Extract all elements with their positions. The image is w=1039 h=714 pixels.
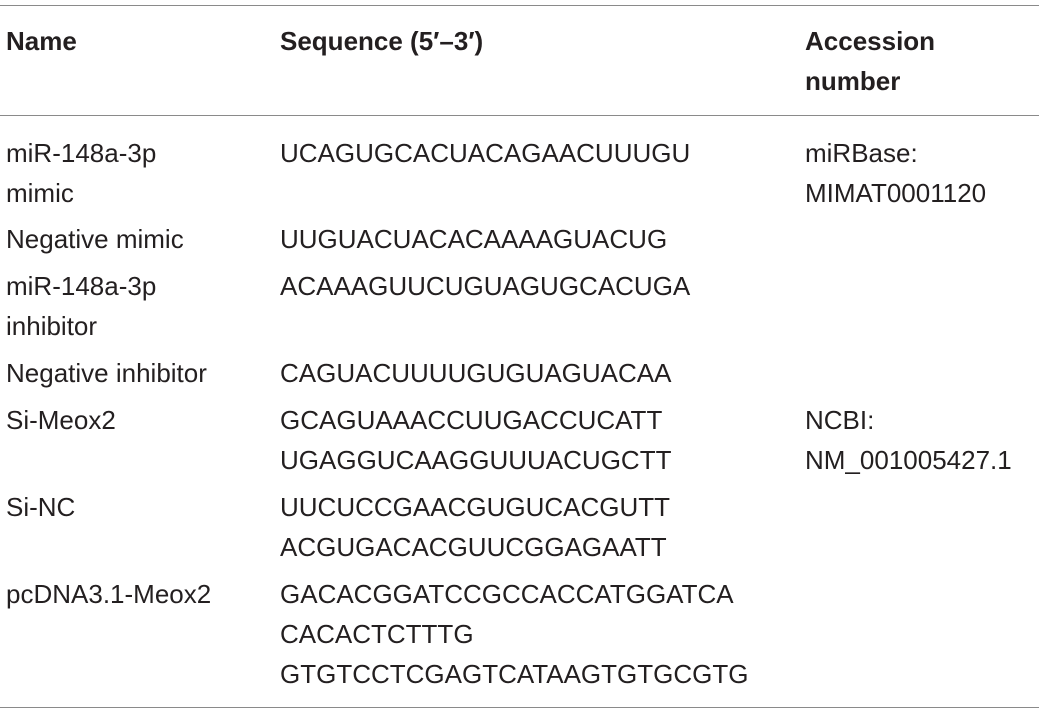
row-sequence: UUGUACUACACAAAAGUACUG — [280, 219, 667, 259]
row-sequence-line: CACACTCTTTG — [280, 619, 474, 649]
row-sequence-line: ACAAAGUUCUGUAGUGCACUGA — [280, 271, 691, 301]
header-accession: Accession number — [805, 21, 935, 101]
row-accession-line: NCBI: — [805, 405, 875, 435]
row-name-line: Negative mimic — [6, 224, 184, 254]
row-name-line: Si-NC — [6, 492, 76, 522]
row-name-line: mimic — [6, 178, 74, 208]
row-sequence-line: UUGUACUACACAAAAGUACUG — [280, 224, 668, 254]
row-sequence: GACACGGATCCGCCACCATGGATCA CACACTCTTTG GT… — [280, 574, 748, 694]
row-name-line: Si-Meox2 — [6, 405, 116, 435]
row-accession-line: NM_001005427.1 — [805, 445, 1012, 475]
row-sequence-line: CAGUACUUUUGUGUAGUACAA — [280, 358, 672, 388]
header-sequence: Sequence (5′–3′) — [280, 26, 484, 56]
row-name-line: pcDNA3.1-Meox2 — [6, 579, 212, 609]
row-sequence-line: UCAGUGCACUACAGAACUUUGU — [280, 138, 691, 168]
row-sequence-line: UUCUCCGAACGUGUCACGUTT — [280, 492, 670, 522]
row-sequence: GCAGUAAACCUUGACCUCATT UGAGGUCAAGGUUUACUG… — [280, 400, 671, 480]
row-name-line: miR-148a-3p — [6, 138, 157, 168]
row-accession: NCBI: NM_001005427.1 — [805, 400, 1012, 480]
row-sequence-line: GCAGUAAACCUUGACCUCATT — [280, 405, 663, 435]
row-name: Negative mimic — [6, 219, 184, 259]
row-sequence-line: GTGTCCTCGAGTCATAAGTGTGCGTG — [280, 659, 749, 689]
row-sequence: UCAGUGCACUACAGAACUUUGU — [280, 133, 690, 173]
header-accession-line2: number — [805, 66, 901, 96]
row-sequence: ACAAAGUUCUGUAGUGCACUGA — [280, 266, 690, 306]
row-sequence-line: UGAGGUCAAGGUUUACUGCTT — [280, 445, 672, 475]
row-name: Si-NC — [6, 487, 75, 527]
row-accession-line: MIMAT0001120 — [805, 178, 987, 208]
row-sequence-line: GACACGGATCCGCCACCATGGATCA — [280, 579, 734, 609]
row-sequence: CAGUACUUUUGUGUAGUACAA — [280, 353, 672, 393]
row-name: miR-148a-3p mimic — [6, 133, 156, 213]
row-sequence-line: ACGUGACACGUUCGGAGAATT — [280, 532, 667, 562]
row-name: pcDNA3.1-Meox2 — [6, 574, 211, 614]
row-sequence: UUCUCCGAACGUGUCACGUTT ACGUGACACGUUCGGAGA… — [280, 487, 670, 567]
row-name-line: inhibitor — [6, 311, 98, 341]
header-rule — [0, 115, 1039, 116]
row-accession: miRBase: MIMAT0001120 — [805, 133, 986, 213]
table-bottom-rule — [0, 707, 1039, 708]
header-name: Name — [6, 26, 77, 56]
header-accession-line1: Accession — [805, 26, 936, 56]
row-name: miR-148a-3p inhibitor — [6, 266, 156, 346]
row-name-line: miR-148a-3p — [6, 271, 157, 301]
row-name-line: Negative inhibitor — [6, 358, 207, 388]
row-accession-line: miRBase: — [805, 138, 918, 168]
row-name: Si-Meox2 — [6, 400, 116, 440]
table-top-rule — [0, 5, 1039, 6]
row-name: Negative inhibitor — [6, 353, 207, 393]
